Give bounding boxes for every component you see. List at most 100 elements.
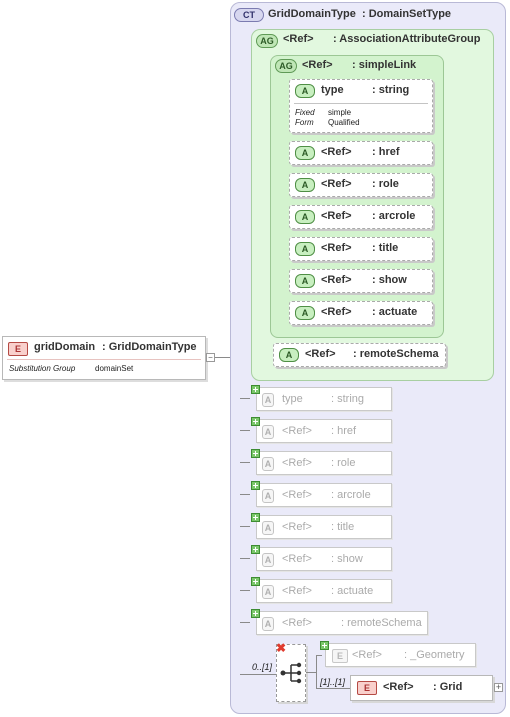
connector-inherited-7 xyxy=(240,622,250,623)
attribute-icon: A xyxy=(295,210,315,224)
element-icon: E xyxy=(357,681,377,695)
attribute-name: : remoteSchema xyxy=(353,348,439,360)
attribute-ref: <Ref> xyxy=(282,521,312,533)
root-element-box[interactable]: E gridDomain : GridDomainType Substituti… xyxy=(2,336,206,380)
attribute-name: : role xyxy=(372,178,399,190)
attribute-name: : remoteSchema xyxy=(341,617,422,629)
attribute-name: : actuate xyxy=(372,306,418,318)
attribute-ref: <Ref> xyxy=(321,146,352,158)
element-geometry[interactable]: E <Ref> : _Geometry xyxy=(325,643,476,667)
connector-root xyxy=(215,357,240,358)
attribute-name: : role xyxy=(331,457,356,469)
attribute-ref: <Ref> xyxy=(321,178,352,190)
attribute-icon: A xyxy=(262,521,274,535)
connector-inherited-5 xyxy=(240,558,250,559)
simple-link-name: : simpleLink xyxy=(352,59,417,71)
fixed-label: Fixed xyxy=(295,108,315,117)
attribute-title[interactable]: A <Ref> : title xyxy=(289,237,433,261)
expand-plus-icon[interactable] xyxy=(251,513,260,522)
element-icon: E xyxy=(8,342,28,356)
type-attribute-type: : string xyxy=(372,84,410,96)
attribute-show[interactable]: A <Ref> : show xyxy=(289,269,433,293)
attribute-icon: A xyxy=(262,585,274,599)
attribute-name: : title xyxy=(372,242,399,254)
complex-type-icon: CT xyxy=(234,8,264,22)
attribute-icon: A xyxy=(295,146,315,160)
attribute-ref: <Ref> xyxy=(282,553,312,565)
attribute-href[interactable]: A <Ref> : href xyxy=(289,141,433,165)
attribute-icon: A xyxy=(262,425,274,439)
expand-plus-icon[interactable] xyxy=(320,641,329,650)
attribute-name: : show xyxy=(372,274,407,286)
expand-plus-icon[interactable] xyxy=(251,609,260,618)
type-attribute-box[interactable]: A type : string Fixed simple Form Qualif… xyxy=(289,79,433,133)
element-ref: <Ref> xyxy=(383,681,414,693)
expand-plus-icon[interactable] xyxy=(251,481,260,490)
substitution-group-label: Substitution Group xyxy=(9,364,76,373)
inherited-attribute-type[interactable]: A type : string xyxy=(256,387,392,411)
expand-button[interactable]: + xyxy=(494,683,503,692)
type-attribute-name: type xyxy=(321,84,344,96)
connector-grid xyxy=(316,688,350,689)
attribute-actuate[interactable]: A <Ref> : actuate xyxy=(289,301,433,325)
attribute-icon: A xyxy=(295,84,315,98)
connector-inherited-1 xyxy=(240,430,250,431)
expand-plus-icon[interactable] xyxy=(251,449,260,458)
connector-choice xyxy=(240,674,276,675)
root-element-name: gridDomain xyxy=(34,341,96,353)
attribute-ref: <Ref> xyxy=(321,242,352,254)
choice-cardinality: 0..[1] xyxy=(252,662,273,672)
element-ref: <Ref> xyxy=(352,649,382,661)
expand-plus-icon[interactable] xyxy=(251,545,260,554)
attribute-icon: A xyxy=(295,306,315,320)
attribute-icon: A xyxy=(279,348,299,362)
attribute-remote-schema[interactable]: A <Ref> : remoteSchema xyxy=(273,343,446,367)
choice-icon xyxy=(280,662,302,684)
expand-plus-icon[interactable] xyxy=(251,385,260,394)
connector-inherited-0 xyxy=(240,398,250,399)
inherited-attribute-role[interactable]: A <Ref> : role xyxy=(256,451,392,475)
attribute-name: : actuate xyxy=(331,585,374,597)
element-grid[interactable]: E <Ref> : Grid xyxy=(350,675,493,701)
remove-icon[interactable]: ✖ xyxy=(276,641,287,655)
attribute-name: : title xyxy=(331,521,355,533)
attribute-icon: A xyxy=(262,393,274,407)
choice-compositor[interactable] xyxy=(276,644,306,702)
substitution-group-value: domainSet xyxy=(95,364,134,373)
inherited-attribute-href[interactable]: A <Ref> : href xyxy=(256,419,392,443)
connector-choice-out xyxy=(306,672,316,673)
attribute-ref: <Ref> xyxy=(282,489,312,501)
attribute-ref: <Ref> xyxy=(321,274,352,286)
attribute-name: : arcrole xyxy=(331,489,371,501)
attribute-icon: A xyxy=(295,274,315,288)
inherited-attribute-show[interactable]: A <Ref> : show xyxy=(256,547,392,571)
attribute-icon: A xyxy=(262,553,274,567)
connector-inherited-4 xyxy=(240,526,250,527)
element-name: : _Geometry xyxy=(404,649,465,661)
complex-type-name: GridDomainType xyxy=(268,8,356,20)
attribute-ref: <Ref> xyxy=(282,457,312,469)
attribute-name: : show xyxy=(331,553,363,565)
collapse-button[interactable]: − xyxy=(206,353,215,362)
attribute-icon: A xyxy=(262,457,274,471)
attribute-icon: A xyxy=(295,242,315,256)
attribute-name: : arcrole xyxy=(372,210,416,222)
inherited-attribute-title[interactable]: A <Ref> : title xyxy=(256,515,392,539)
simple-link-ref: <Ref> xyxy=(302,59,333,71)
grid-cardinality: [1]..[1] xyxy=(320,677,346,687)
expand-plus-icon[interactable] xyxy=(251,577,260,586)
inherited-attribute-arcrole[interactable]: A <Ref> : arcrole xyxy=(256,483,392,507)
attribute-ref: <Ref> xyxy=(321,306,352,318)
attribute-icon: A xyxy=(262,489,274,503)
expand-plus-icon[interactable] xyxy=(251,417,260,426)
connector-choice-vert xyxy=(316,655,317,688)
attribute-group-ref: <Ref> xyxy=(283,33,314,45)
attribute-name: : string xyxy=(331,393,365,405)
collapse-glyph: − xyxy=(208,353,213,362)
attribute-arcrole[interactable]: A <Ref> : arcrole xyxy=(289,205,433,229)
attribute-role[interactable]: A <Ref> : role xyxy=(289,173,433,197)
inherited-attribute-actuate[interactable]: A <Ref> : actuate xyxy=(256,579,392,603)
form-label: Form xyxy=(295,118,314,127)
attribute-name: : href xyxy=(372,146,400,158)
inherited-attribute-remote-schema[interactable]: A <Ref> : remoteSchema xyxy=(256,611,428,635)
